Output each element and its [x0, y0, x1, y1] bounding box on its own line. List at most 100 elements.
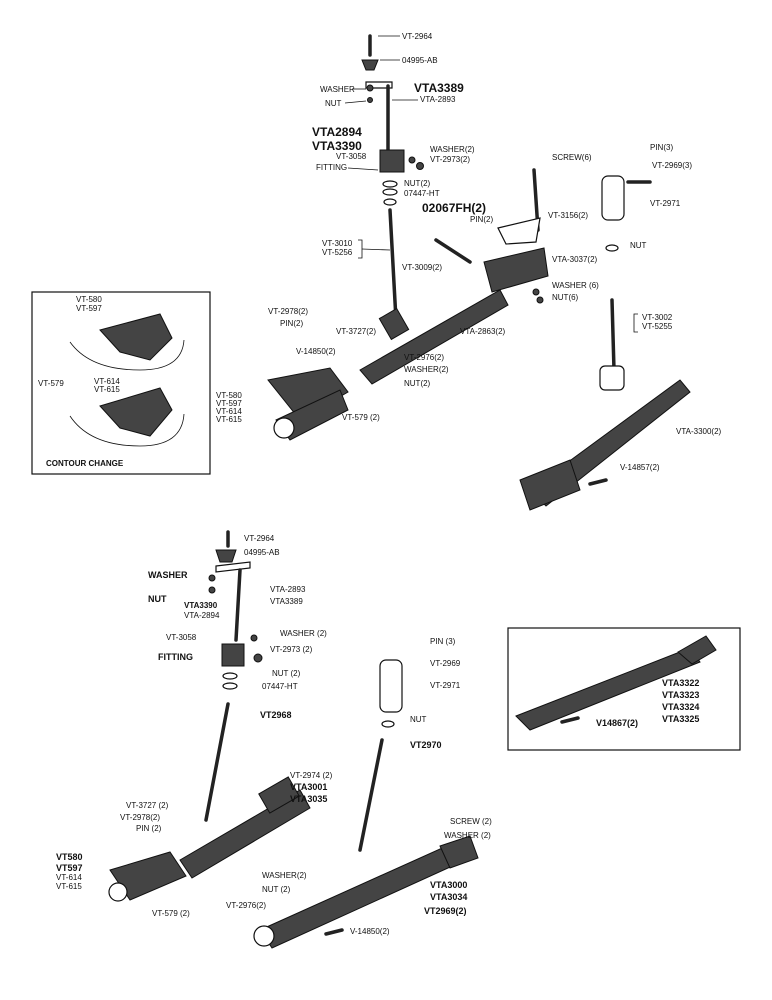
- nut-part: [208, 586, 216, 594]
- label-nut: NUT: [325, 99, 342, 108]
- label-pin3: PIN(3): [650, 143, 673, 152]
- label-screw6: SCREW(6): [552, 153, 592, 162]
- label-inset-vt614: VT-614: [94, 377, 120, 386]
- arm-bracket: [378, 307, 410, 341]
- label-b-vt3058: VT-3058: [166, 633, 197, 642]
- label-b-vt2968: VT2968: [260, 710, 292, 720]
- washer-part: [250, 634, 258, 642]
- label-vta3325: VTA3325: [662, 714, 699, 724]
- label-b-vt2969: VT-2969: [430, 659, 461, 668]
- ring-part: [383, 198, 397, 206]
- label-b-vta3389: VTA3389: [270, 597, 303, 606]
- label-vt3002: VT-3002: [642, 313, 673, 322]
- inset-arm: [515, 647, 701, 731]
- label-inset-vt597: VT-597: [76, 304, 102, 313]
- label-04995: 04995-AB: [402, 56, 438, 65]
- washer-part: [366, 84, 374, 92]
- nut-part: [382, 188, 398, 196]
- inset-pin: [560, 716, 580, 724]
- clevis-vt2971: [601, 175, 625, 221]
- plate-vt3156: [497, 217, 541, 245]
- label-b-vt2976: VT-2976(2): [226, 901, 266, 910]
- bracket-vta3037: [483, 247, 549, 293]
- label-vt580: VT-580: [216, 391, 242, 400]
- label-vt597: VT-597: [216, 399, 242, 408]
- nut-part: [367, 97, 373, 103]
- nut-part: [536, 296, 544, 304]
- label-washer2: WASHER(2): [430, 145, 475, 154]
- label-b-vt614: VT-614: [56, 873, 82, 882]
- inset-box-left: [31, 291, 211, 475]
- arm-vta3001: [179, 789, 311, 879]
- clevis-lower: [599, 365, 625, 391]
- cap-04995: [361, 59, 379, 71]
- label-b-vt2969-2: VT2969(2): [424, 906, 467, 916]
- label-vta2894: VTA2894: [312, 125, 362, 139]
- label-vt615: VT-615: [216, 415, 242, 424]
- label-b-vt597: VT597: [56, 863, 83, 873]
- label-vta3323: VTA3323: [662, 690, 699, 700]
- label-inset-vt580: VT-580: [76, 295, 102, 304]
- label-v14867: V14867(2): [596, 718, 638, 728]
- label-v14850: V-14850(2): [296, 347, 336, 356]
- screw-rod-vt2968: [204, 702, 230, 822]
- arm-plate-b: [258, 776, 300, 814]
- label-07447: 07447-HT: [404, 189, 440, 198]
- label-vt2964: VT-2964: [402, 32, 433, 41]
- crank-shaft-b: [234, 568, 242, 642]
- label-vt579: VT-579 (2): [342, 413, 380, 422]
- nut-part: [605, 244, 619, 252]
- inset-box-right: [507, 627, 741, 751]
- label-b-vt2964: VT-2964: [244, 534, 275, 543]
- pin-part: [434, 238, 472, 264]
- label-b-vt580: VT580: [56, 852, 83, 862]
- nut-part: [381, 720, 395, 728]
- label-vt2973: VT-2973(2): [430, 155, 470, 164]
- hook-vta3300: [519, 459, 581, 511]
- label-vta3300: VTA-3300(2): [676, 427, 722, 436]
- label-b-washer: WASHER: [148, 570, 188, 580]
- hook-eye: [273, 417, 295, 439]
- label-b-fitting: FITTING: [158, 652, 193, 662]
- label-b-nut2: NUT (2): [272, 669, 301, 678]
- label-vta3324: VTA3324: [662, 702, 699, 712]
- label-b-pin3: PIN (3): [430, 637, 456, 646]
- block-vt3058: [379, 149, 405, 173]
- pin-part: [324, 928, 344, 936]
- label-b-nut-s: NUT: [410, 715, 427, 724]
- clevis-b: [379, 659, 403, 713]
- label-vt3010: VT-3010: [322, 239, 353, 248]
- inset-hook-upper: [99, 313, 173, 361]
- hook-eye-c: [253, 925, 275, 947]
- label-b-vta2894: VTA-2894: [184, 611, 220, 620]
- leader: [361, 248, 391, 251]
- label-vta3389: VTA3389: [414, 81, 464, 95]
- washer-part: [532, 288, 540, 296]
- label-vt3058: VT-3058: [336, 152, 367, 161]
- label-nut2: NUT(2): [404, 179, 431, 188]
- label-inset-vt615: VT-615: [94, 385, 120, 394]
- nut-part: [382, 180, 398, 188]
- ring-part: [222, 682, 238, 690]
- bolt-head: [253, 653, 263, 663]
- leader: [347, 167, 379, 171]
- label-b-04995: 04995-AB: [244, 548, 280, 557]
- label-nut-s: NUT: [630, 241, 647, 250]
- washer-part: [408, 156, 416, 164]
- inset-outline-upper: [69, 339, 185, 371]
- leader: [344, 100, 367, 104]
- bracket: [358, 239, 363, 259]
- label-b-washer2b: WASHER(2): [262, 871, 307, 880]
- label-b-vt3727: VT-3727 (2): [126, 801, 169, 810]
- hook-vt580: [267, 367, 349, 421]
- washer-part: [208, 574, 216, 582]
- screw-rod-vt2970: [358, 738, 384, 852]
- label-pin2: PIN(2): [470, 215, 493, 224]
- label-b-washer2c: WASHER (2): [444, 831, 491, 840]
- label-b-screw2: SCREW (2): [450, 817, 492, 826]
- label-b-vta3390: VTA3390: [184, 601, 218, 610]
- screw-rod-vt3010: [388, 208, 398, 322]
- label-b-v14850: V-14850(2): [350, 927, 390, 936]
